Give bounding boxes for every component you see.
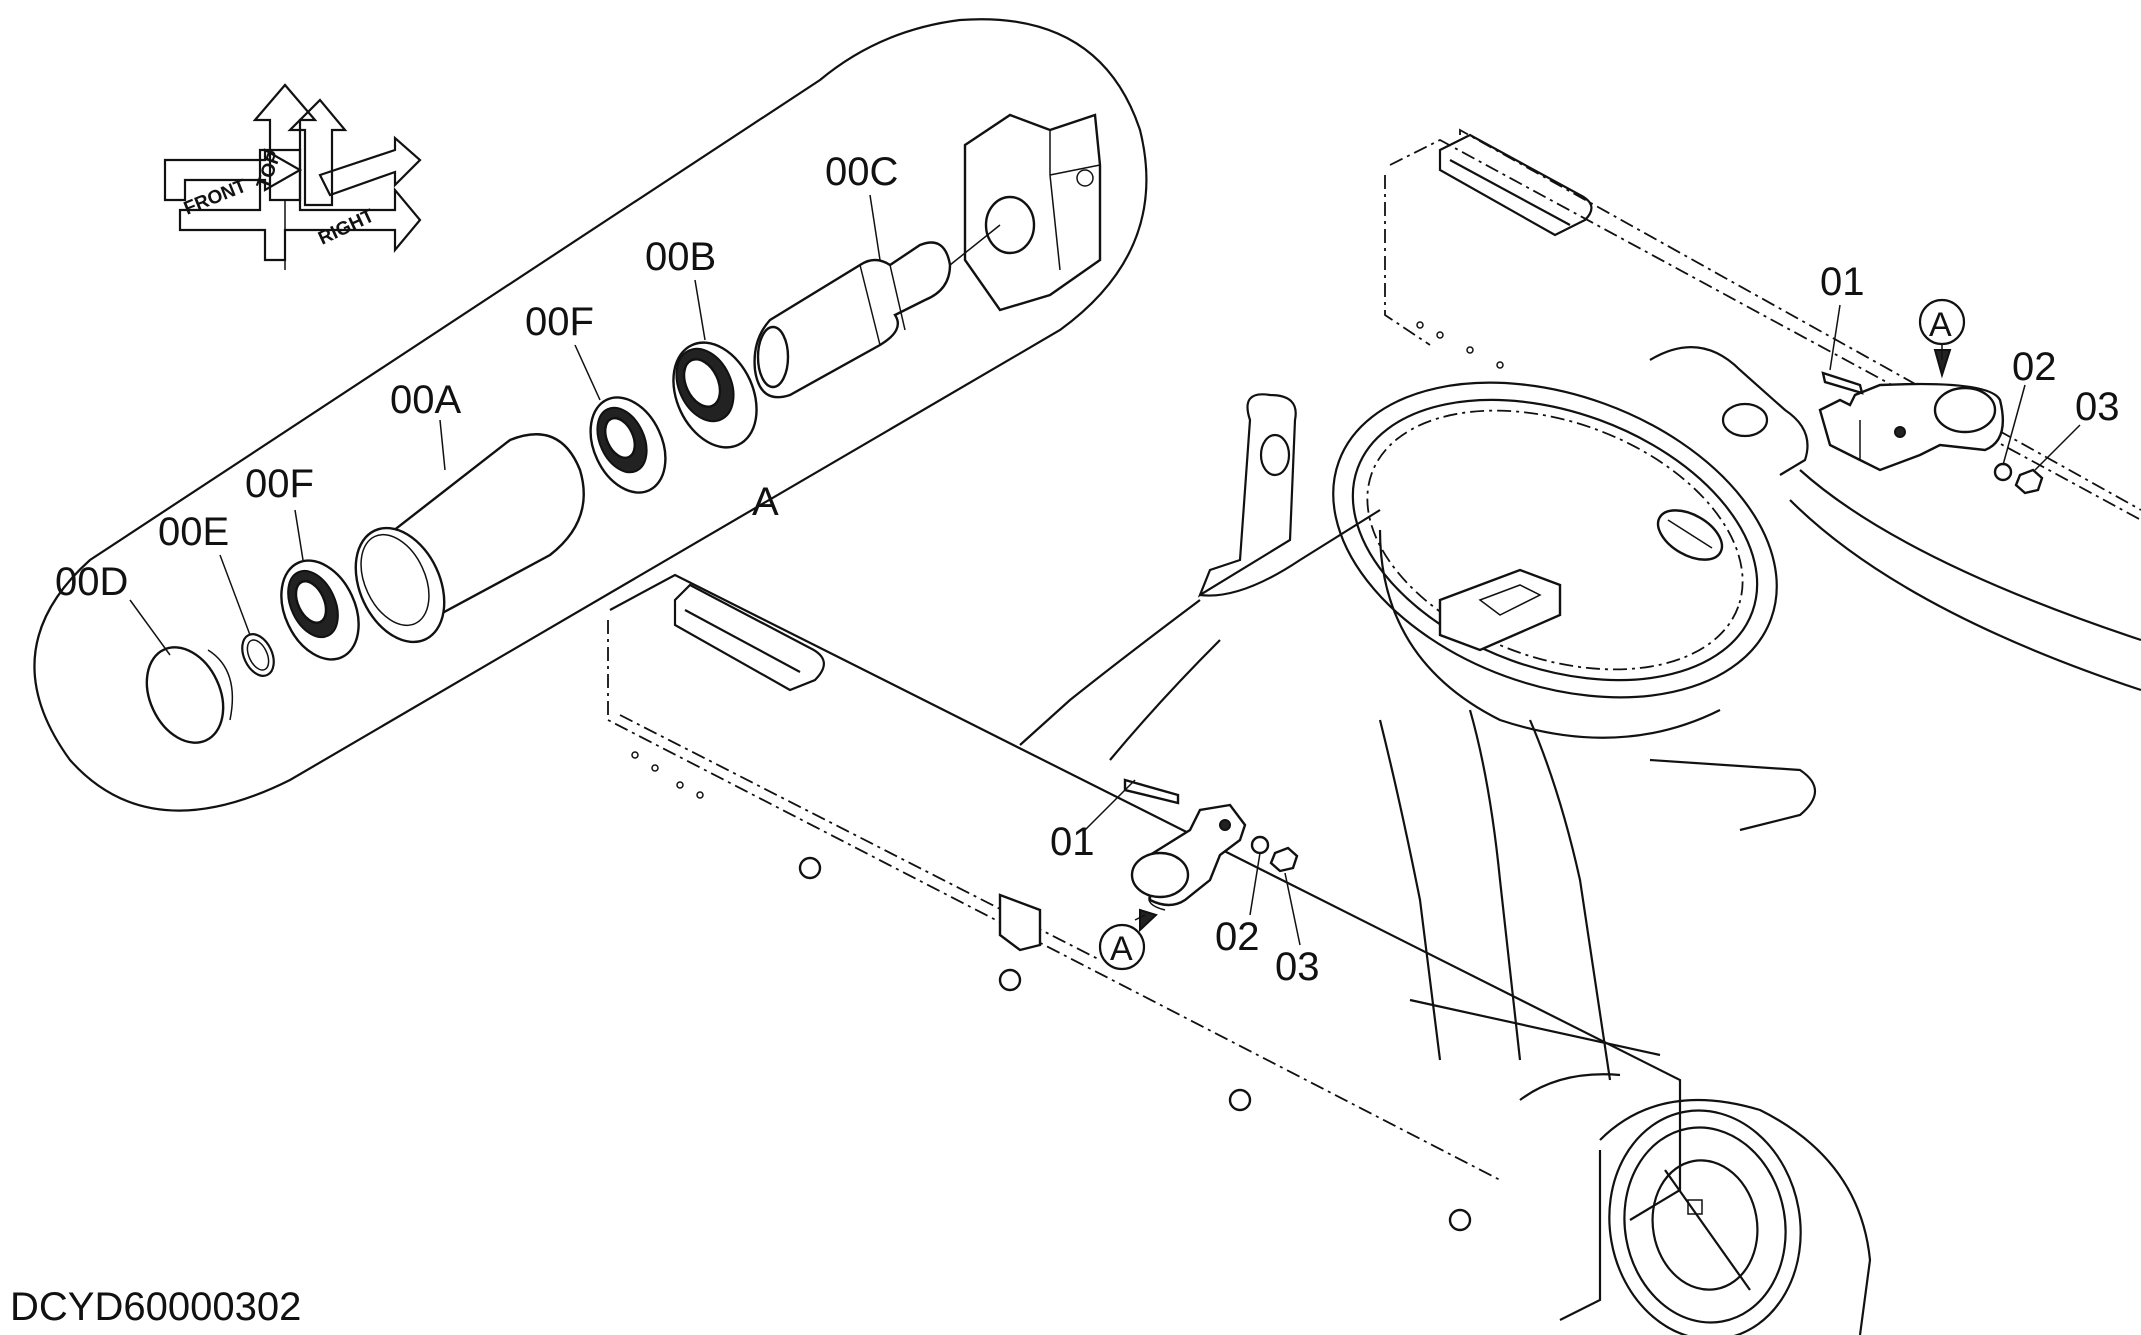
part-00E-snap-ring [241,633,275,677]
front-label: FRONT [181,176,250,220]
detail-a-capsule [33,18,1148,812]
label-00B: 00B [645,235,716,279]
part-00D-cap [145,646,234,744]
callout-a-top-letter: A [1929,306,1952,344]
left-pin-assembly [1123,778,1299,911]
leader-00B [694,279,706,341]
part-00B-collar [672,341,758,449]
leader-pin-block [949,224,1001,266]
top-label: TOP [253,148,286,192]
label-00C: 00C [825,150,898,194]
label-left-03: 03 [1275,945,1320,989]
label-right-03: 03 [2075,385,2120,429]
leader-00F-upper [574,344,601,401]
part-00A-sleeve [354,433,585,644]
leader-00D [129,599,171,656]
part-00C-pin [753,241,952,399]
callout-a-bottom-leader [1134,914,1146,921]
callout-a-top-circle [1918,298,1966,346]
detail-a-label: A [752,480,779,524]
leader-right-02 [2002,384,2026,466]
label-00F-lower: 00F [245,462,314,506]
leader-right-01 [1829,304,1841,371]
label-00D: 00D [55,560,128,604]
label-left-01: 01 [1050,820,1095,864]
leader-right-03 [2034,424,2081,471]
undercarriage-frame [607,128,2141,1335]
part-00F-lower-bearing [280,559,360,661]
callout-a-bottom-arrow [1139,908,1158,933]
leader-00C [869,194,881,261]
drawing-code: DCYD60000302 [10,1285,301,1329]
callout-a-bottom-letter: A [1110,930,1133,968]
leader-00E [219,554,251,636]
part-00F-upper-bearing [589,396,667,494]
leader-left-01 [1084,779,1136,831]
leader-00A [439,419,446,471]
leader-00F-lower [294,509,304,561]
label-00A: 00A [390,378,461,422]
right-pin-assembly [1818,371,2044,495]
mounting-block [963,113,1102,312]
right-label: RIGHT [315,205,378,249]
orientation-arrows-icon [163,83,422,270]
label-00F-upper: 00F [525,300,594,344]
leader-left-03 [1284,872,1301,946]
leader-left-02 [1249,852,1261,916]
label-00E: 00E [158,510,229,554]
callout-a-bottom-circle [1098,923,1146,971]
label-right-01: 01 [1820,260,1865,304]
label-right-02: 02 [2012,345,2057,389]
label-left-02: 02 [1215,915,1260,959]
